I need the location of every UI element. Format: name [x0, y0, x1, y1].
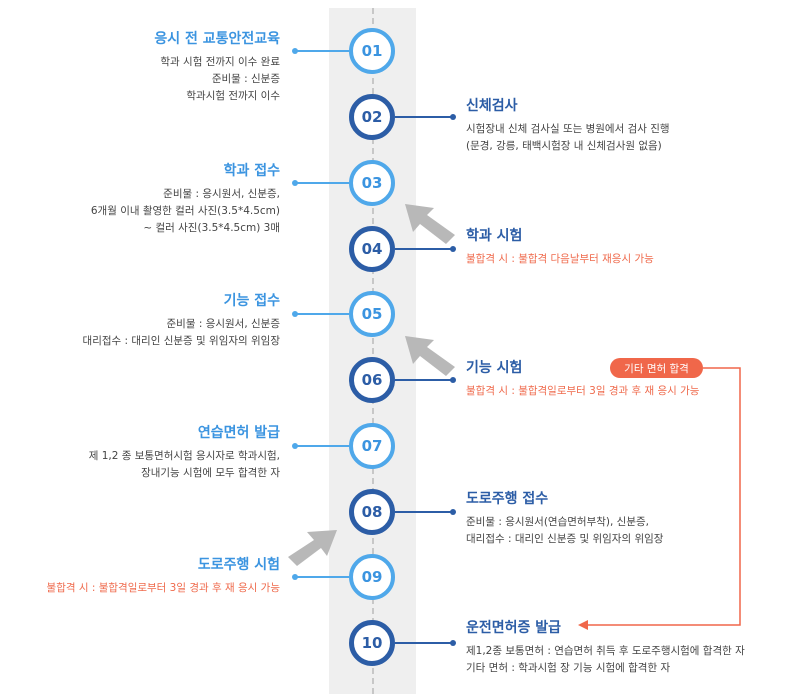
step-description: 준비물 : 응시원서(연습면허부착), 신분증, 대리접수 : 대리인 신분증 및… [466, 514, 663, 548]
step-description-line: 준비물 : 응시원서, 신분증 [166, 318, 281, 330]
step-description: 불합격 시 : 불합격일로부터 3일 경과 후 재 응시 가능 [466, 383, 699, 400]
step-title: 응시 전 교통안전교육 [154, 31, 280, 47]
step-description-line: 기타 면허 : 학과시험 장 기능 시험에 합격한 자 [466, 662, 671, 674]
step-description-line: 6개월 이내 촬영한 컬러 사진(3.5*4.5cm) [90, 205, 280, 217]
step-description-line: 제1,2종 보통면허 : 연습면허 취득 후 도로주행시험에 합격한 자 [466, 645, 745, 657]
step-description-line: 장내기능 시험에 모두 합격한 자 [141, 467, 280, 479]
step-description: 시험장내 신체 검사실 또는 병원에서 검사 진행 (문경, 강릉, 태백시험장 … [466, 121, 670, 155]
step-description-line: 시험장내 신체 검사실 또는 병원에서 검사 진행 [466, 123, 670, 135]
step-circle-03: 03 [349, 160, 395, 206]
step-description-line: 불합격 시 : 불합격 다음날부터 재응시 가능 [466, 253, 654, 265]
step-circle-04: 04 [349, 226, 395, 272]
connector-dot [292, 180, 298, 186]
timeline-axis [372, 8, 374, 694]
step-title: 연습면허 발급 [197, 425, 280, 441]
connector-dot [450, 377, 456, 383]
connector-dot [292, 48, 298, 54]
other-license-pass-badge: 기타 면허 합격 [610, 358, 703, 378]
step-description-line: 제 1,2 종 보통면허시험 응시자로 학과시험, [88, 450, 280, 462]
connector-dot [450, 114, 456, 120]
step-circle-01: 01 [349, 28, 395, 74]
step-description-line: (문경, 강릉, 태백시험장 내 신체검사원 없음) [466, 140, 662, 152]
step-title: 학과 접수 [223, 163, 280, 179]
step-description: 불합격 시 : 불합격 다음날부터 재응시 가능 [466, 251, 654, 268]
step-connector-04 [395, 248, 453, 250]
step-connector-09 [295, 576, 349, 578]
step-circle-02: 02 [349, 94, 395, 140]
step-description: 불합격 시 : 불합격일로부터 3일 경과 후 재 응시 가능 [47, 580, 280, 597]
step-connector-06 [395, 379, 453, 381]
step-connector-08 [395, 511, 453, 513]
step-connector-03 [295, 182, 349, 184]
step-connector-10 [395, 642, 453, 644]
step-circle-09: 09 [349, 554, 395, 600]
step-title: 신체검사 [466, 98, 518, 114]
step-title: 학과 시험 [466, 228, 523, 244]
step-connector-02 [395, 116, 453, 118]
connector-dot [450, 246, 456, 252]
step-connector-05 [295, 313, 349, 315]
step-description-line: 대리접수 : 대리인 신분증 및 위임자의 위임장 [466, 533, 664, 545]
step-connector-01 [295, 50, 349, 52]
step-circle-05: 05 [349, 291, 395, 337]
step-title: 기능 시험 [466, 360, 523, 376]
connector-dot [292, 574, 298, 580]
step-circle-07: 07 [349, 423, 395, 469]
step-title: 운전면허증 발급 [466, 620, 562, 636]
step-description-line: 준비물 : 응시원서(연습면허부착), 신분증, [466, 516, 649, 528]
step-description: 준비물 : 응시원서, 신분증, 6개월 이내 촬영한 컬러 사진(3.5*4.5… [91, 186, 280, 237]
step-connector-07 [295, 445, 349, 447]
step-description-line: 대리접수 : 대리인 신분증 및 위임자의 위임장 [82, 335, 280, 347]
connector-dot [450, 640, 456, 646]
step-description-line: 준비물 : 응시원서, 신분증, [163, 188, 280, 200]
step-title: 기능 접수 [223, 293, 280, 309]
step-description-line: 준비물 : 신분증 [211, 73, 280, 85]
step-description-line: 학과시험 전까지 이수 [186, 90, 280, 102]
step-description-line: ~ 컬러 사진(3.5*4.5cm) 3매 [143, 222, 280, 234]
step-circle-10: 10 [349, 620, 395, 666]
step-description-line: 불합격 시 : 불합격일로부터 3일 경과 후 재 응시 가능 [466, 385, 700, 397]
connector-dot [292, 311, 298, 317]
step-circle-06: 06 [349, 357, 395, 403]
step-description: 제 1,2 종 보통면허시험 응시자로 학과시험, 장내기능 시험에 모두 합격한… [89, 448, 280, 482]
step-title: 도로주행 시험 [197, 557, 280, 573]
connector-dot [450, 509, 456, 515]
step-title: 도로주행 접수 [466, 491, 549, 507]
step-circle-08: 08 [349, 489, 395, 535]
step-description-line: 학과 시험 전까지 이수 완료 [160, 56, 280, 68]
step-description-line: 불합격 시 : 불합격일로부터 3일 경과 후 재 응시 가능 [46, 582, 280, 594]
connector-dot [292, 443, 298, 449]
